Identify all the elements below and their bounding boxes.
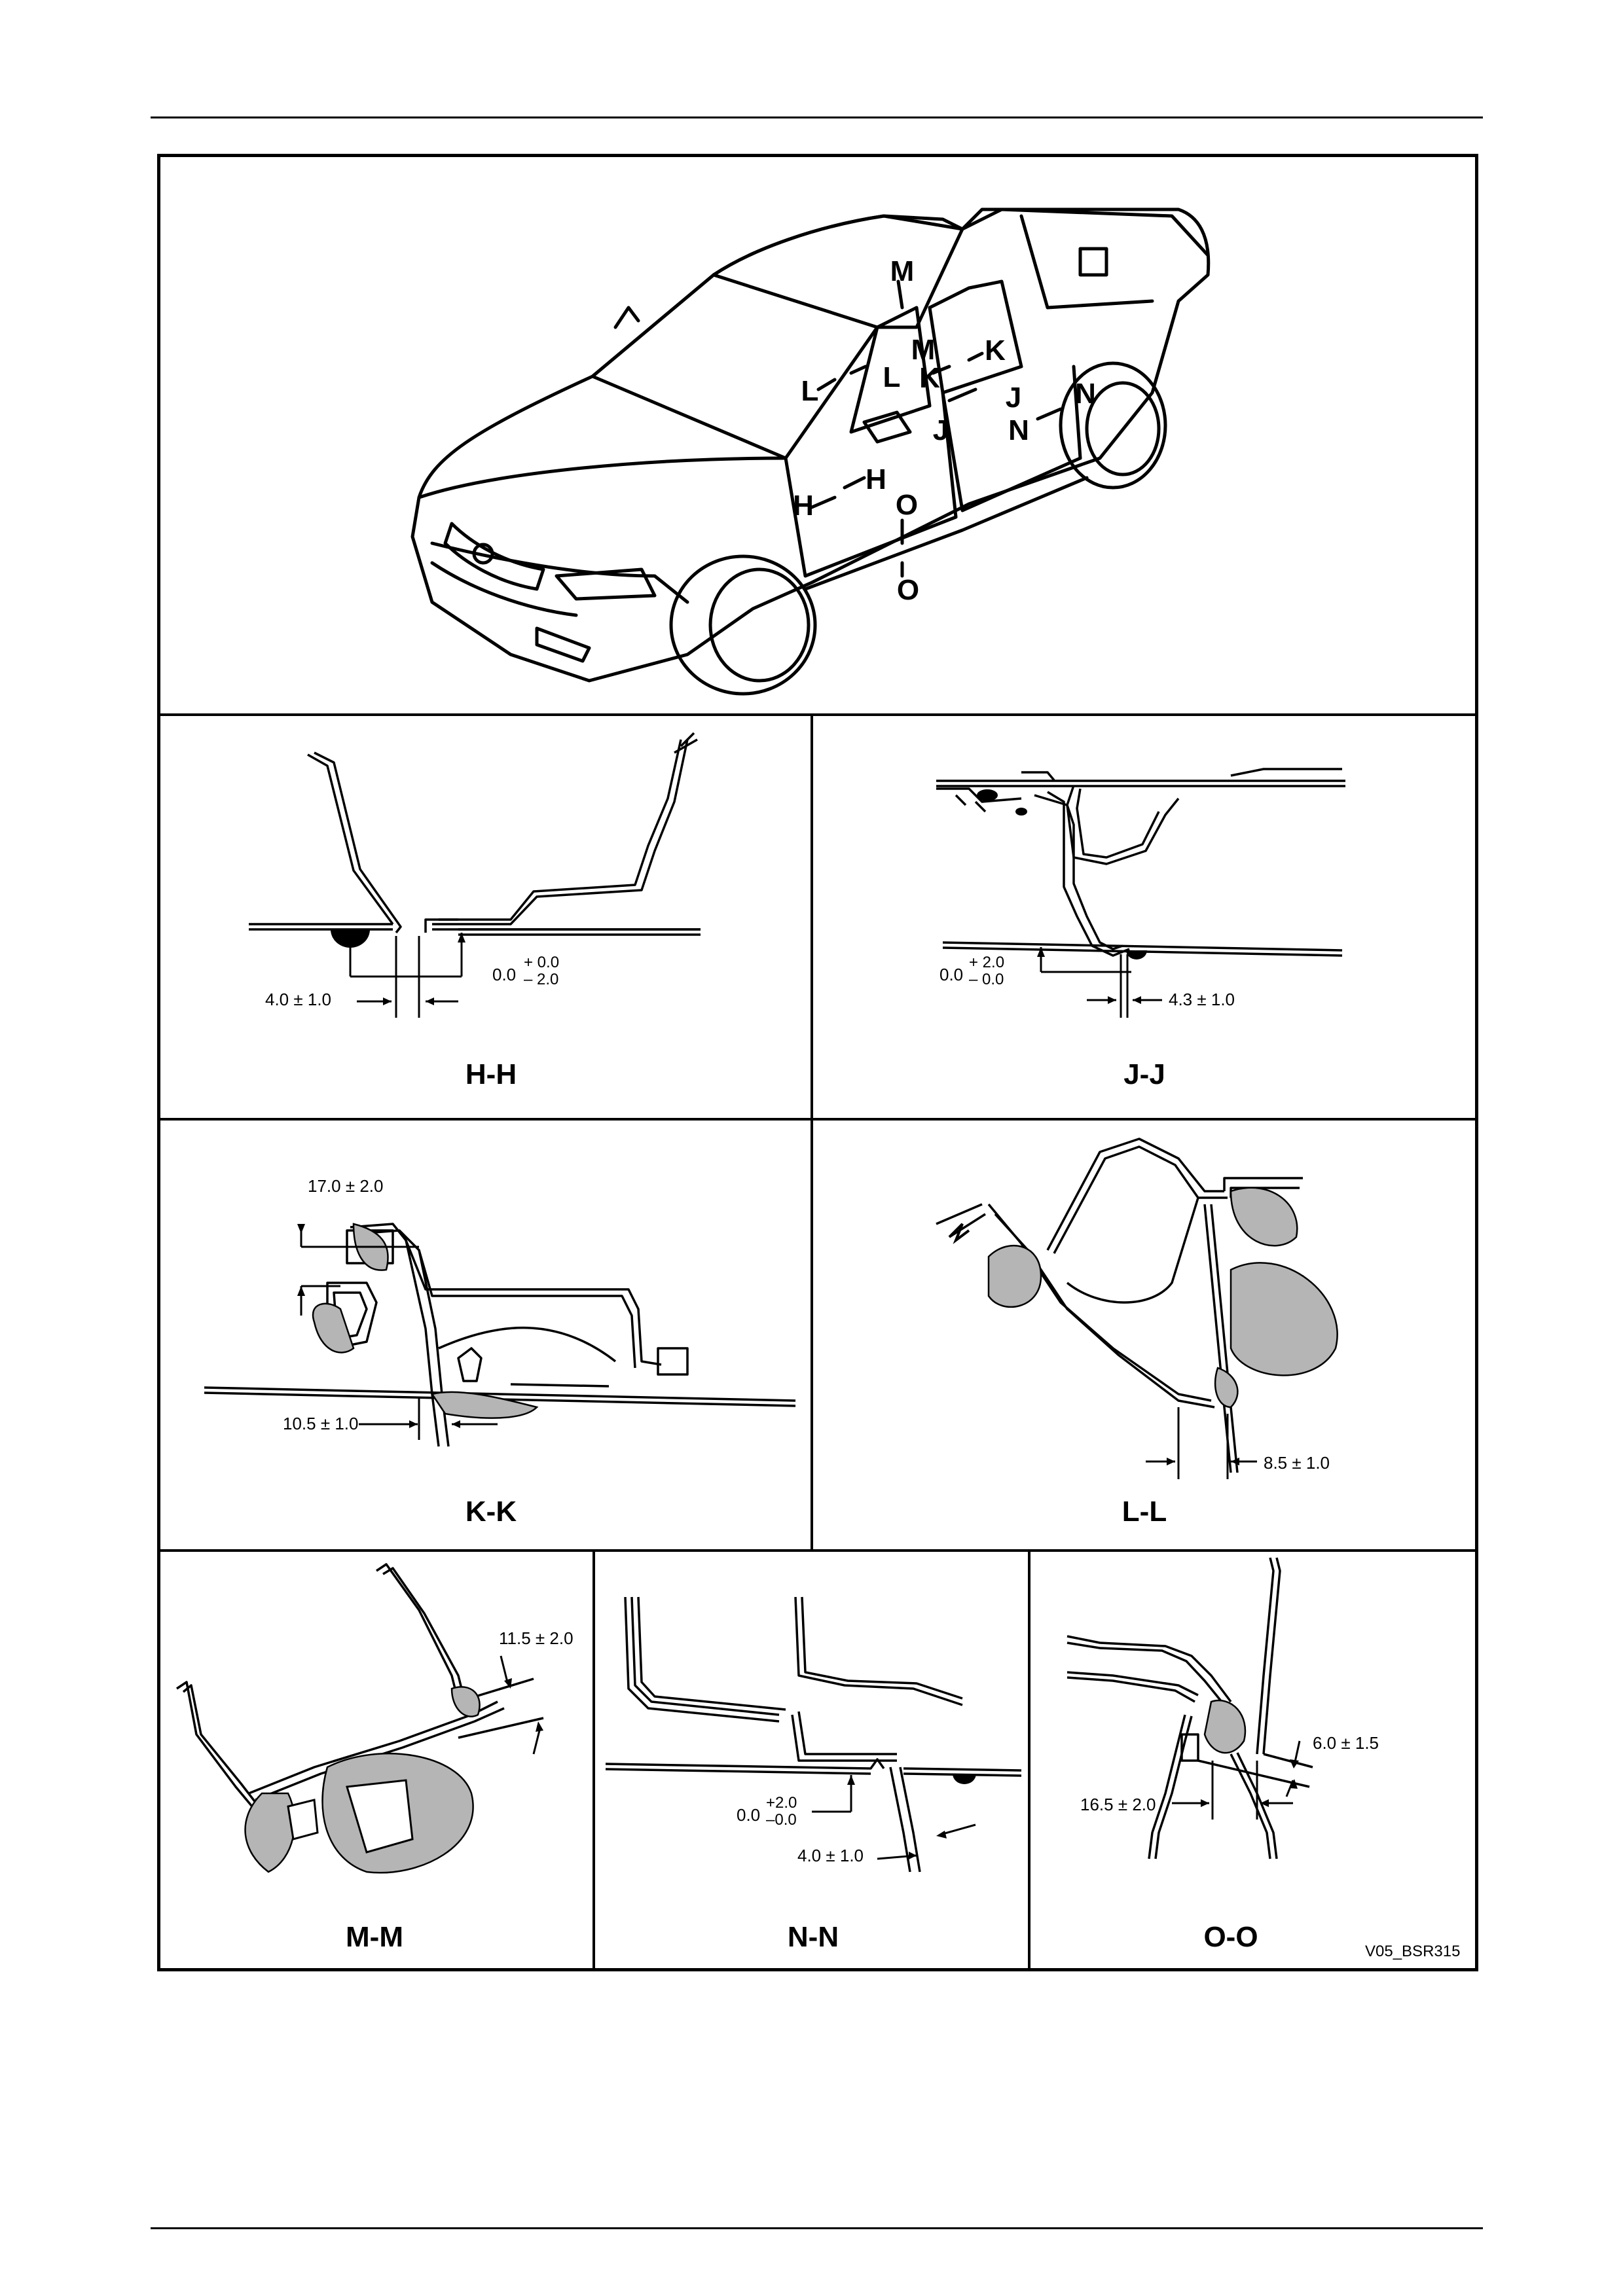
section-title-oo: O-O [1203,1921,1258,1954]
oo-dim-gap-upper: 6.0 ± 1.5 [1313,1733,1379,1753]
oo-dim-gap-lower: 16.5 ± 2.0 [1080,1795,1156,1815]
figure-reference: V05_BSR315 [1365,1943,1460,1961]
